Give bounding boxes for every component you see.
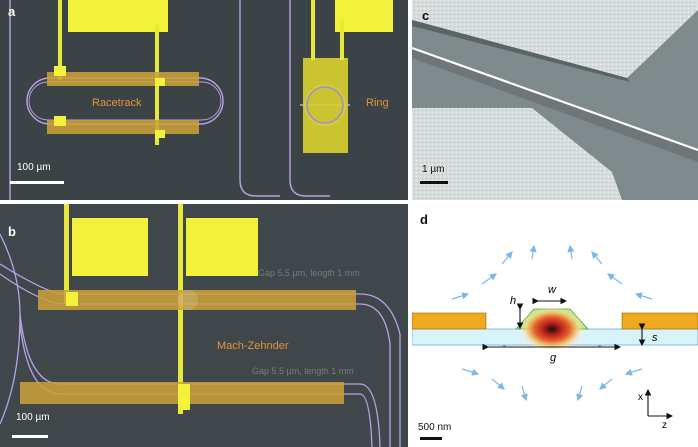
electrode-left <box>412 312 487 330</box>
panel-d-label: d <box>420 212 428 227</box>
panel-d-simulation <box>412 244 698 420</box>
scale-bar-a-text: 100 µm <box>17 162 51 173</box>
optical-mode <box>520 307 584 351</box>
panel-c-label: c <box>422 8 430 23</box>
scale-bar-b-text: 100 µm <box>16 412 50 423</box>
panel-c: c 1 µm <box>412 0 698 200</box>
racetrack-label: Racetrack <box>92 97 142 109</box>
symbol-s: s <box>652 332 658 344</box>
panel-b-micrograph <box>0 204 401 447</box>
mz-electrode-top <box>38 290 356 310</box>
faint-annotation-2: Gap 5.5 µm, length 1 mm <box>252 366 354 376</box>
panel-a-micrograph <box>9 0 393 200</box>
field-arrows <box>428 244 676 402</box>
symbol-w: w <box>548 284 556 296</box>
racetrack-electrode-top <box>47 72 199 86</box>
faint-annotation-1: Gap 5.5 µm, length 1 mm <box>258 268 360 278</box>
electrode-bottom <box>412 108 622 200</box>
scale-bar-c <box>420 181 448 184</box>
scale-bar-c-text: 1 µm <box>422 164 445 175</box>
scale-bar-d-text: 500 nm <box>418 422 452 433</box>
racetrack-resonator <box>26 77 224 125</box>
mz-pad-right <box>186 218 258 276</box>
panel-a-label: a <box>8 4 16 19</box>
ring-label: Ring <box>366 97 389 109</box>
scale-bar-a <box>10 181 64 184</box>
mz-waveguide-left <box>0 233 21 425</box>
ring-electrode <box>303 58 348 153</box>
electrode-right <box>621 312 698 330</box>
panel-b: b Gap 5.5 µm, length 1 mm Gap 5.5 µm, le… <box>0 204 408 447</box>
panel-d: d w h s g x z 500 nm <box>412 204 698 447</box>
pad-top-left <box>68 0 168 32</box>
symbol-g: g <box>550 352 557 364</box>
ridge-waveguide <box>412 46 698 152</box>
symbol-h: h <box>510 295 517 307</box>
axis-z-label: z <box>662 420 667 431</box>
axis-x-label: x <box>638 392 643 403</box>
panel-c-sem-image <box>412 0 698 200</box>
scale-bar-d <box>420 437 442 440</box>
electrode-top <box>412 0 698 78</box>
panel-a: a Racetrack Ring 100 µm <box>0 0 408 200</box>
mach-zehnder-label: Mach-Zehnder <box>217 340 289 352</box>
panel-b-label: b <box>8 224 16 239</box>
racetrack-electrode-bottom <box>47 120 199 134</box>
pad-top-right <box>335 0 393 32</box>
mz-pad-left <box>72 218 148 276</box>
scale-bar-b <box>12 435 48 438</box>
